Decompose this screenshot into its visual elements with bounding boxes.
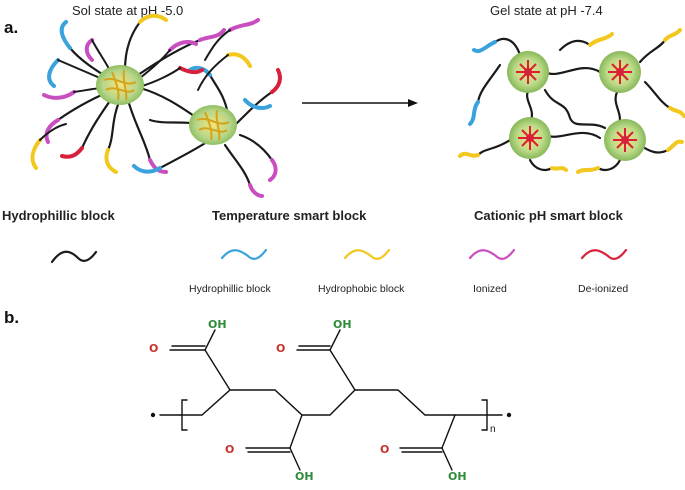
gel-yellow-end-2 <box>458 151 480 158</box>
gel-yellow-end-1 <box>663 28 682 42</box>
oh-label-3: OH <box>295 470 314 483</box>
legend-item-deionized: De-ionized <box>578 283 629 295</box>
o-label-2: O <box>276 342 286 355</box>
gel-yellow-end-3 <box>666 139 684 152</box>
legend-swatch-magenta <box>468 248 516 260</box>
legend-swatch-red <box>580 248 628 260</box>
legend-swatch-yellow <box>343 248 391 260</box>
sol-blue-end-2 <box>132 164 162 174</box>
sol-yellow-end-2 <box>104 148 118 174</box>
gel-blue-end-2 <box>472 40 497 53</box>
sol-magenta-end-1 <box>44 118 60 144</box>
gel-blue-end-1 <box>468 100 480 126</box>
sol-micelle-core-1 <box>96 65 144 105</box>
legend-swatch-blue <box>220 248 268 260</box>
oh-label-4: OH <box>448 470 467 483</box>
sol-magenta-end-2 <box>148 158 168 174</box>
legend-title-hydrophillic: Hydrophillic block <box>2 208 115 223</box>
panel-b-label: b. <box>4 308 20 327</box>
legend-title-cationic: Cationic pH smart block <box>474 208 623 223</box>
sol-micelle-core-2 <box>189 105 237 145</box>
transition-arrow <box>302 99 418 107</box>
legend-title-temperature: Temperature smart block <box>212 208 367 223</box>
polyacrylic-acid-structure <box>159 329 503 471</box>
legend-item-ionized: Ionized <box>473 283 507 295</box>
gel-yellow-end-4 <box>576 166 600 174</box>
gel-state-title: Gel state at pH -7.4 <box>490 3 603 18</box>
sol-blue-end-3 <box>188 65 212 77</box>
sol-blue-end-1 <box>59 20 72 50</box>
oh-label-2: OH <box>333 318 352 331</box>
gel-micelle-cores <box>507 51 646 161</box>
chain-end-stars <box>150 412 512 418</box>
sol-magenta-end-5 <box>268 158 278 182</box>
o-label-1: O <box>149 342 159 355</box>
legend-item-hydrophobic: Hydrophobic block <box>318 283 405 295</box>
oh-label-1: OH <box>208 318 227 331</box>
o-label-4: O <box>380 443 390 456</box>
sol-magenta-end-4 <box>248 183 264 198</box>
gel-network-chains <box>476 37 672 171</box>
sol-state-title: Sol state at pH -5.0 <box>72 3 184 18</box>
sol-red-end-1 <box>60 146 84 159</box>
o-label-3: O <box>225 443 235 456</box>
sol-magenta-end-3 <box>198 28 226 42</box>
repeat-unit-n: n <box>490 424 496 435</box>
sol-red-end-2 <box>270 68 282 94</box>
sol-black-chains <box>56 20 274 187</box>
legend-item-hydrophillic: Hydrophillic block <box>189 283 271 295</box>
panel-a-label: a. <box>4 18 19 37</box>
legend-swatch-black <box>50 250 98 264</box>
